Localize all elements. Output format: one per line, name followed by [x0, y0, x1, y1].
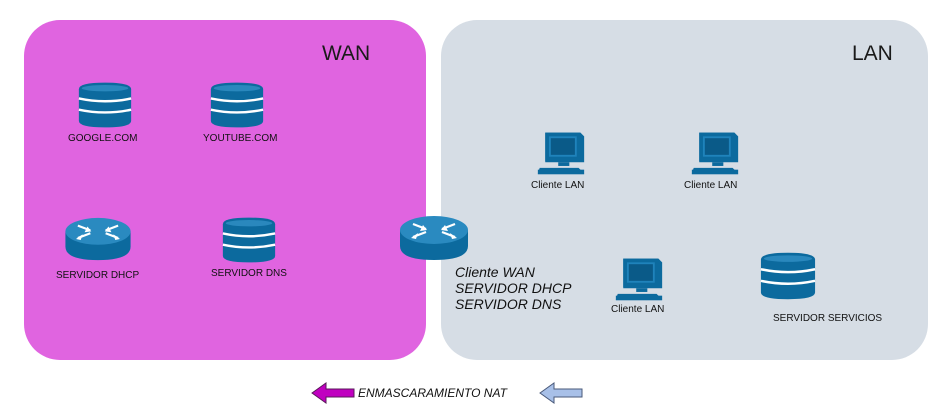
services-label: SERVIDOR SERVICIOS	[773, 313, 883, 324]
gateway-line-3: SERVIDOR DNS	[455, 296, 562, 312]
router-icon	[399, 214, 469, 262]
google-label: GOOGLE.COM	[68, 133, 138, 144]
nat-right-arrow-icon	[539, 382, 583, 404]
client3-node[interactable]	[614, 256, 664, 307]
lan-zone: LAN	[441, 20, 928, 360]
computer-icon	[614, 256, 664, 302]
services-node[interactable]	[759, 250, 817, 307]
gateway-info: Cliente WAN SERVIDOR DHCP SERVIDOR DNS	[455, 264, 571, 312]
wan-zone: WAN	[24, 20, 426, 360]
database-icon	[759, 250, 817, 302]
youtube-node[interactable]	[209, 80, 265, 135]
database-icon	[77, 80, 133, 130]
computer-icon	[690, 130, 740, 176]
client1-node[interactable]	[536, 130, 586, 181]
wan-title: WAN	[322, 42, 371, 65]
nat-left-arrow-icon	[311, 382, 355, 404]
client1-label: Cliente LAN	[531, 180, 585, 191]
dns-label: SERVIDOR DNS	[211, 268, 287, 279]
router-icon	[64, 216, 132, 262]
computer-icon	[536, 130, 586, 176]
lan-title: LAN	[852, 42, 893, 65]
youtube-label: YOUTUBE.COM	[203, 133, 278, 144]
nat-legend-label: ENMASCARAMIENTO NAT	[358, 386, 507, 400]
google-node[interactable]	[77, 80, 133, 135]
client2-node[interactable]	[690, 130, 740, 181]
dns-node[interactable]	[221, 215, 277, 270]
gateway-line-2: SERVIDOR DHCP	[455, 280, 572, 296]
database-icon	[221, 215, 277, 265]
dhcp-node[interactable]	[64, 216, 132, 267]
client2-label: Cliente LAN	[684, 180, 738, 191]
client3-label: Cliente LAN	[611, 304, 665, 315]
dhcp-label: SERVIDOR DHCP	[56, 270, 140, 281]
gateway-line-1: Cliente WAN	[455, 264, 535, 280]
database-icon	[209, 80, 265, 130]
gateway-router[interactable]	[399, 214, 469, 267]
